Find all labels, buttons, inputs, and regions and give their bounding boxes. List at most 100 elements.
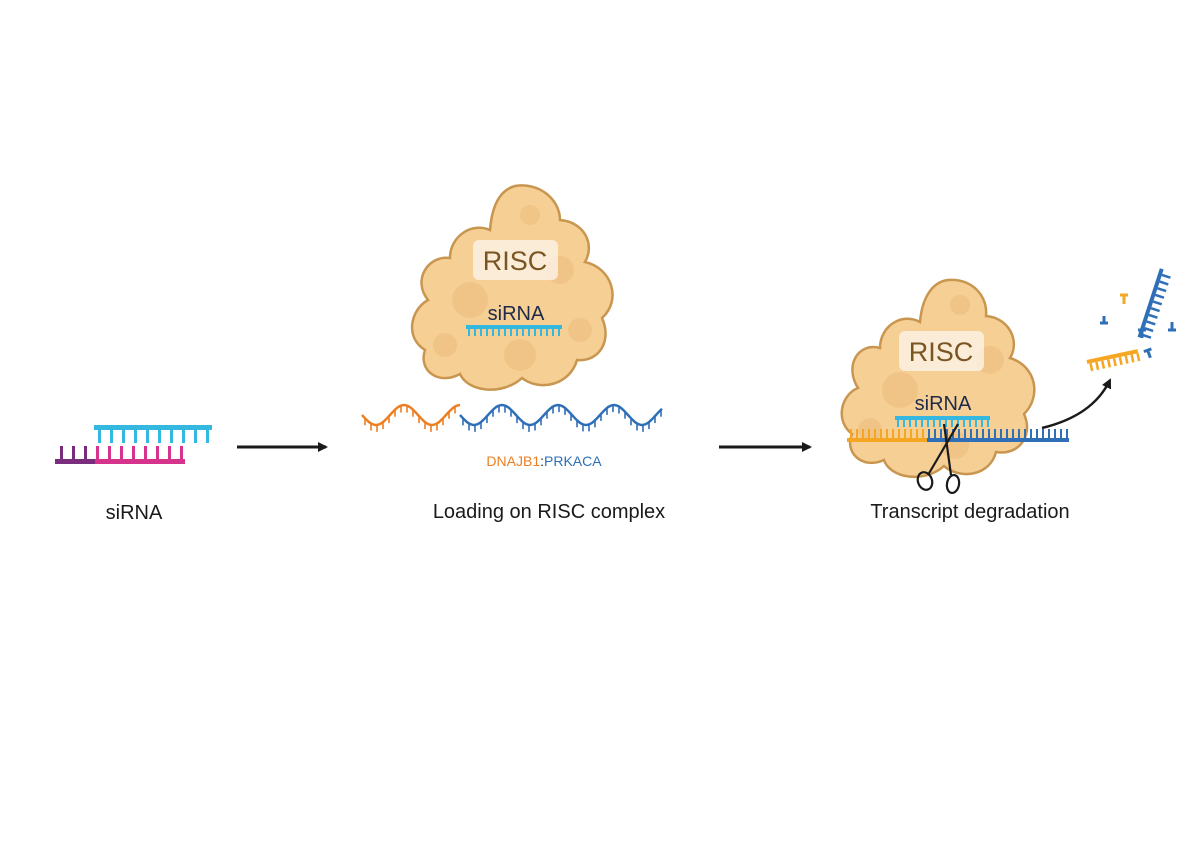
base-tick xyxy=(132,446,135,459)
base-tick xyxy=(945,419,947,427)
base-tick xyxy=(915,419,917,427)
base-tick xyxy=(110,429,113,443)
risc-label-box xyxy=(473,240,558,280)
base-tick xyxy=(528,328,530,336)
caption-degradation: Transcript degradation xyxy=(870,501,1069,523)
risc-label: RISC xyxy=(909,337,974,367)
base-tick xyxy=(206,429,209,443)
antisense-strand-backbone xyxy=(95,459,185,464)
base-tick xyxy=(1101,360,1106,369)
base-tick xyxy=(964,429,966,438)
target-blue-segment xyxy=(927,438,1069,442)
caption-loading: Loading on RISC complex xyxy=(433,501,665,523)
base-tick xyxy=(1106,359,1112,368)
base-tick xyxy=(898,429,900,438)
base-tick xyxy=(958,429,960,438)
base-tick xyxy=(1012,429,1014,438)
base-tick xyxy=(880,429,882,438)
base-tick xyxy=(868,429,870,438)
base-tick xyxy=(933,419,935,427)
risc-label-box xyxy=(899,331,984,371)
base-tick xyxy=(516,328,518,336)
fragment-blue-comb xyxy=(1137,268,1171,339)
base-tick xyxy=(1048,429,1050,438)
base-tick xyxy=(1018,429,1020,438)
base-tick xyxy=(60,446,63,459)
curved-arrow-icon xyxy=(1041,378,1112,430)
base-tick xyxy=(975,419,977,427)
prkaca-segment xyxy=(459,403,663,432)
base-tick xyxy=(108,446,111,459)
sirna-duplex xyxy=(55,425,212,464)
base-tick xyxy=(963,419,965,427)
base-tick xyxy=(927,419,929,427)
target-orange-segment xyxy=(847,438,927,442)
base-tick xyxy=(486,328,488,336)
base-tick xyxy=(1000,429,1002,438)
gene-separator: : xyxy=(540,453,544,469)
base-tick xyxy=(1136,352,1141,362)
risc-texture xyxy=(433,205,592,371)
base-tick xyxy=(976,429,978,438)
base-tick xyxy=(922,429,924,438)
base-tick xyxy=(1152,300,1163,306)
scissors-icon xyxy=(916,423,961,495)
base-tick xyxy=(1054,429,1056,438)
guide-sirna-bases xyxy=(897,419,989,427)
base-tick xyxy=(144,446,147,459)
base-tick xyxy=(134,429,137,443)
risc-blob xyxy=(410,184,614,391)
degraded-fragments xyxy=(1086,268,1176,372)
base-tick xyxy=(120,446,123,459)
base-tick xyxy=(886,429,888,438)
base-tick xyxy=(72,446,75,459)
fragment-orange-comb xyxy=(1086,349,1141,372)
base-tick xyxy=(510,328,512,336)
gene-right-label: PRKACA xyxy=(544,453,602,469)
base-tick xyxy=(498,328,500,336)
base-tick xyxy=(504,328,506,336)
base-tick xyxy=(897,419,899,427)
risc-blob xyxy=(840,278,1036,479)
base-tick xyxy=(180,446,183,459)
base-tick xyxy=(1130,354,1135,363)
base-tick xyxy=(909,419,911,427)
base-tick xyxy=(981,419,983,427)
base-tick xyxy=(1112,357,1117,367)
caption-sirna: siRNA xyxy=(106,502,163,524)
base-tick xyxy=(988,429,990,438)
loaded-sirna-strand xyxy=(466,325,562,329)
base-tick xyxy=(468,328,470,336)
base-tick xyxy=(951,419,953,427)
base-tick xyxy=(1030,429,1032,438)
loaded-sirna-bases xyxy=(468,328,560,336)
base-tick xyxy=(903,419,905,427)
base-tick xyxy=(970,429,972,438)
base-tick xyxy=(1095,361,1100,371)
base-tick xyxy=(182,429,185,443)
loose-nucleotides xyxy=(1100,293,1176,359)
gene-label: DNAJB1:PRKACA xyxy=(486,453,602,469)
base-tick xyxy=(994,429,996,438)
base-tick xyxy=(892,429,894,438)
base-tick xyxy=(928,429,930,438)
base-tick xyxy=(1154,293,1165,299)
gene-left-label: DNAJB1 xyxy=(486,453,540,469)
base-tick xyxy=(1150,307,1160,313)
dnajb1-segment xyxy=(361,403,461,432)
guide-sirna-strand xyxy=(895,416,990,420)
base-tick xyxy=(546,328,548,336)
base-tick xyxy=(850,429,852,438)
base-tick xyxy=(170,429,173,443)
base-tick xyxy=(558,328,560,336)
fusion-transcript xyxy=(361,403,663,432)
base-tick xyxy=(534,328,536,336)
inner-sirna-label: siRNA xyxy=(488,303,545,325)
base-tick xyxy=(910,429,912,438)
base-tick xyxy=(1148,313,1158,319)
base-tick xyxy=(552,328,554,336)
base-tick xyxy=(1142,333,1152,339)
antisense-strand-bases xyxy=(60,446,183,459)
base-tick xyxy=(987,419,989,427)
